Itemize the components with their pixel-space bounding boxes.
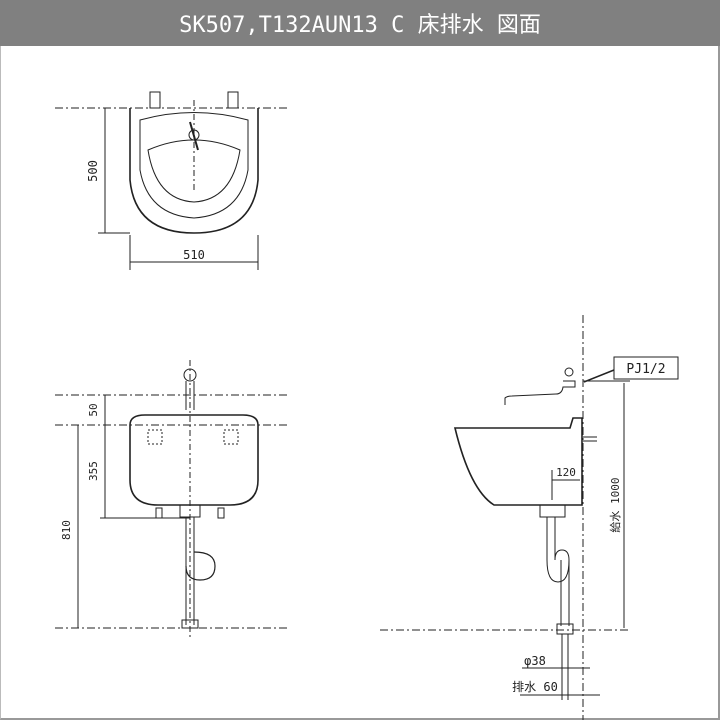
front-height-dim: 810	[60, 520, 73, 540]
front-bowl-dim: 355	[87, 461, 100, 481]
top-view: 500 510	[55, 91, 290, 270]
offset-label: 120	[556, 466, 576, 479]
drain-diameter-label: φ38	[524, 654, 546, 668]
side-view: PJ1/2 給水 1000 120 φ38 排水 60	[380, 315, 679, 720]
front-view: 50 355 810	[55, 360, 290, 640]
front-faucet-dim: 50	[87, 403, 100, 416]
drain-offset-label: 排水 60	[512, 680, 558, 694]
supply-height-label: 給水 1000	[608, 477, 622, 532]
top-depth-label: 500	[86, 160, 100, 182]
pipe-label: PJ1/2	[626, 362, 665, 377]
drawing-title: SK507,T132AUN13 C 床排水 図面	[0, 0, 720, 46]
top-width-label: 510	[183, 248, 205, 262]
drawing-frame	[0, 46, 720, 720]
